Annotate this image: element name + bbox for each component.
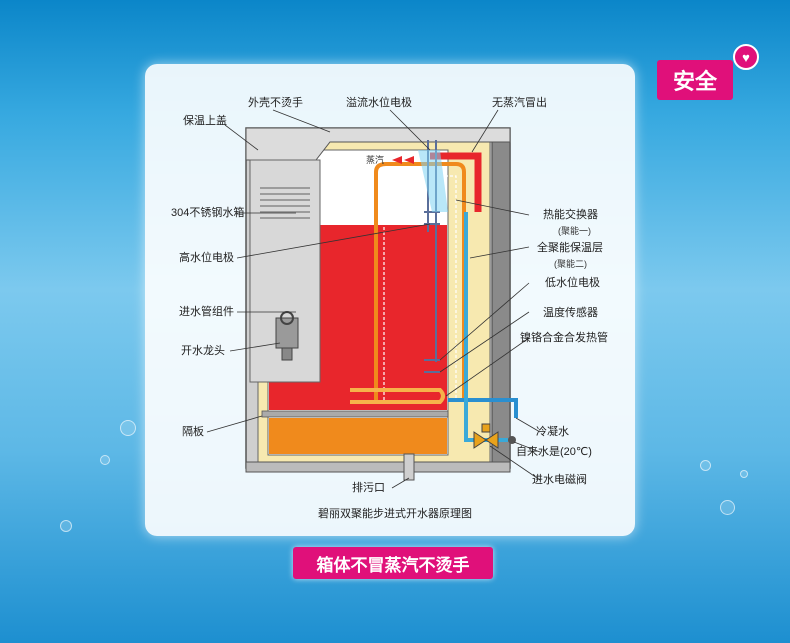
label-heat-exchanger: 热能交换器 <box>543 209 598 221</box>
bubble-decoration <box>700 460 711 471</box>
label-heating-pipe: 镍铬合金合发热管 <box>520 332 608 344</box>
partition-plate <box>261 410 449 418</box>
label-inlet-pipe: 进水管组件 <box>179 306 234 318</box>
insulation-lid <box>245 127 511 161</box>
label-overflow-electrode: 溢流水位电极 <box>346 97 412 109</box>
label-partition: 隔板 <box>182 426 204 438</box>
drain-pipe <box>403 453 415 481</box>
heat-exchanger-coil-inner <box>383 175 457 400</box>
label-faucet: 开水龙头 <box>181 345 225 357</box>
label-condensate: 冷凝水 <box>536 426 569 438</box>
diagram-caption: 碧丽双聚能步进式开水器原理图 <box>318 508 472 520</box>
safety-badge-label: 安全 <box>672 69 717 94</box>
cabinet-base <box>245 461 511 473</box>
bubble-decoration <box>120 420 136 436</box>
heart-icon: ♥ <box>733 44 759 70</box>
label-drain: 排污口 <box>352 482 385 494</box>
warm-water <box>269 418 447 454</box>
label-insulation-lid: 保温上盖 <box>183 115 227 127</box>
safety-badge: 安全 <box>657 60 733 100</box>
label-insulation-layer: 全聚能保温层 <box>537 242 603 254</box>
heat-exchanger-coil <box>374 162 466 400</box>
bubble-decoration <box>740 470 748 478</box>
label-insulation-layer-sub: (聚能二) <box>554 259 587 269</box>
cabinet-right-wall <box>491 127 511 469</box>
steam-arrows <box>392 156 414 164</box>
label-low-level-electrode: 低水位电极 <box>545 277 600 289</box>
label-outer-shell: 外壳不烫手 <box>248 97 303 109</box>
label-tap-water: 自来水是(20℃) <box>516 446 592 458</box>
heating-element <box>350 388 445 404</box>
steam-glow <box>418 150 448 212</box>
label-solenoid-valve: 进水电磁阀 <box>532 474 587 486</box>
label-no-steam: 无蒸汽冒出 <box>492 97 547 109</box>
slogan-banner: 箱体不冒蒸汽不烫手 <box>293 547 493 579</box>
tap-connector <box>508 436 516 444</box>
bubble-decoration <box>720 500 735 515</box>
solenoid-valve-icon <box>473 423 499 449</box>
label-heat-exchanger-sub: (聚能一) <box>558 226 591 236</box>
faucet-icon <box>275 311 299 361</box>
label-temp-sensor: 温度传感器 <box>543 307 598 319</box>
label-tank-304: 304不锈钢水箱 <box>171 207 245 219</box>
label-high-level-electrode: 高水位电极 <box>179 252 234 264</box>
bubble-decoration <box>60 520 72 532</box>
label-steam: 蒸汽 <box>366 155 385 165</box>
leader-lines <box>206 109 541 489</box>
cold-water-pipe <box>448 398 518 418</box>
steam-pipe <box>430 152 482 212</box>
slogan-banner-label: 箱体不冒蒸汽不烫手 <box>316 555 470 575</box>
vent-slots <box>260 187 310 219</box>
bubble-decoration <box>100 455 110 465</box>
